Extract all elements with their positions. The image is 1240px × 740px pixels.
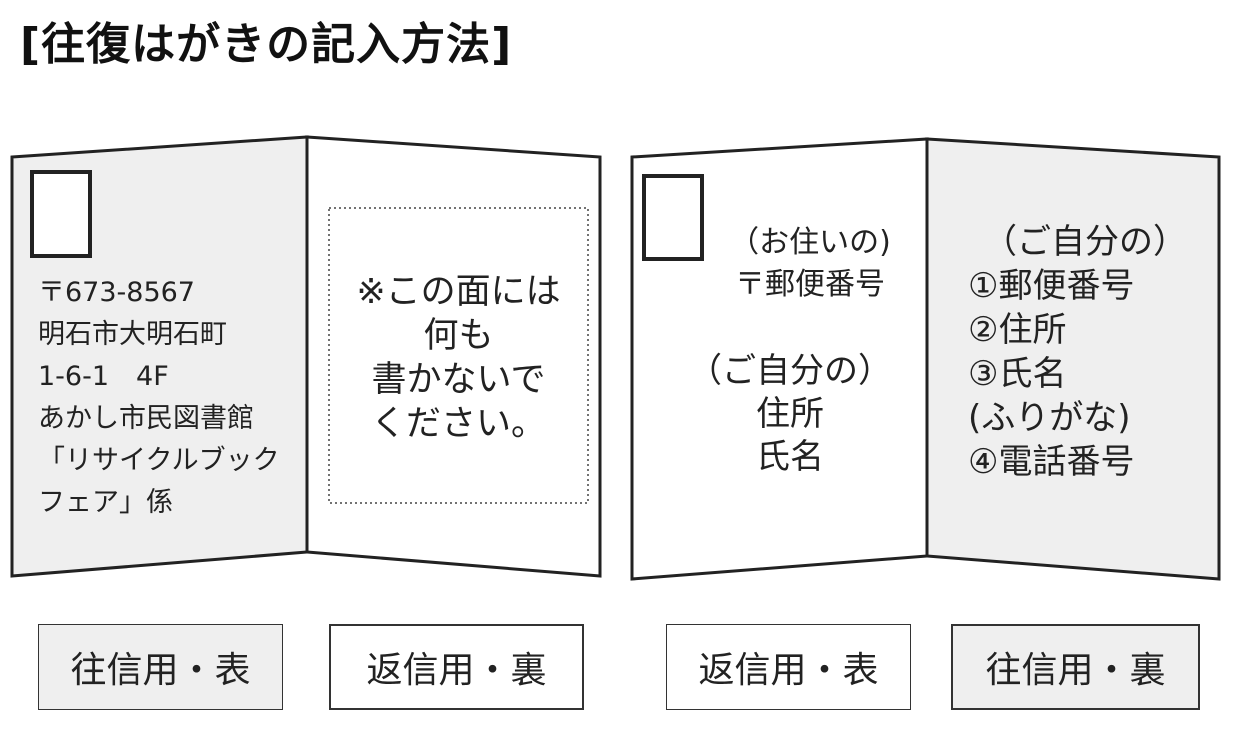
item-line: (ふりがな) — [968, 398, 1131, 438]
caption-outgoing-front: 往信用・表 — [38, 624, 283, 710]
card2-right-items: ①郵便番号 ②住所 ③氏名 (ふりがな) ④電話番号 — [968, 264, 1134, 484]
card1-address-block: 〒673-8567 明石市大明石町 1-6-1 4F あかし市民図書館 「リサイ… — [38, 272, 280, 524]
card2-stamp-box — [642, 174, 704, 261]
card2-left-bottom: （ご自分の） 住所 氏名 — [660, 350, 920, 479]
address-line: 〒673-8567 — [38, 277, 195, 308]
page-title: [往復はがきの記入方法] — [20, 19, 513, 70]
text-line: 氏名 — [756, 437, 824, 477]
card2-right-panel — [925, 137, 1221, 581]
card1-stamp-box — [30, 170, 92, 258]
caption-outgoing-back: 往信用・裏 — [951, 624, 1200, 710]
text-line: 〒郵便番号 — [735, 267, 885, 302]
card1-right-panel — [305, 135, 602, 578]
note-line: ※この面には — [356, 272, 561, 312]
item-line: ①郵便番号 — [968, 266, 1135, 306]
item-line: ④電話番号 — [968, 442, 1135, 482]
text-line: （お住いの) — [729, 225, 891, 260]
card1-no-write-area — [328, 207, 589, 504]
address-line: フェア」係 — [38, 487, 173, 518]
caption-reply-back: 返信用・裏 — [329, 624, 584, 710]
card2-right-heading: （ご自分の） — [983, 222, 1187, 262]
address-line: 「リサイクルブック — [38, 445, 280, 476]
item-line: ②住所 — [968, 310, 1067, 350]
address-line: あかし市民図書館 — [38, 403, 254, 434]
note-line: 何も — [423, 316, 494, 356]
note-line: ください。 — [370, 404, 546, 444]
address-line: 1-6-1 4F — [38, 361, 169, 392]
address-line: 明石市大明石町 — [38, 319, 227, 350]
note-line: 書かないで — [371, 360, 546, 400]
item-line: ③氏名 — [968, 354, 1067, 394]
card2-left-top: （お住いの) 〒郵便番号 — [700, 222, 920, 306]
text-line: 住所 — [756, 394, 824, 434]
caption-reply-front: 返信用・表 — [666, 624, 911, 710]
card1-note: ※この面には 何も 書かないで ください。 — [329, 270, 588, 446]
text-line: （ご自分の） — [688, 351, 892, 391]
